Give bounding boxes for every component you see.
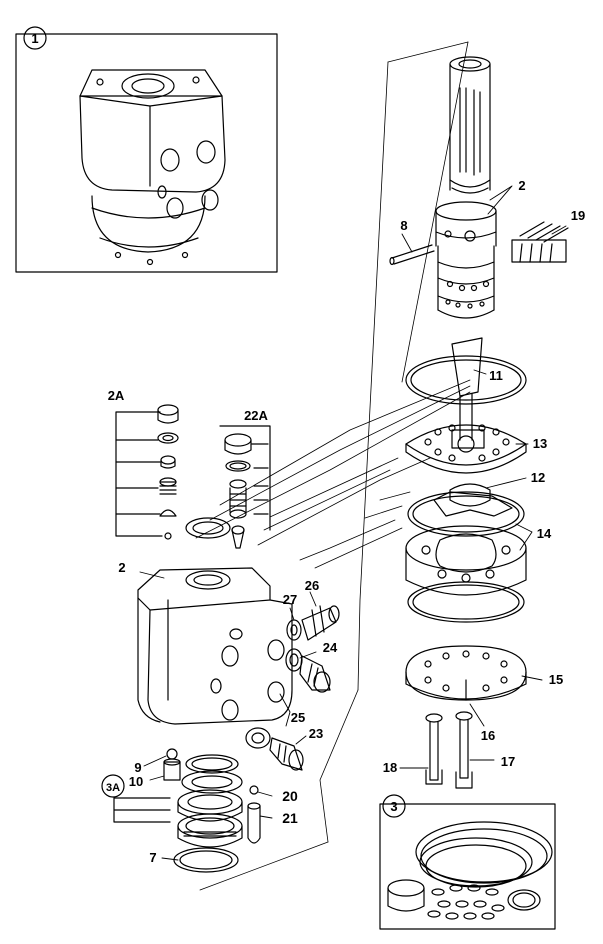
assembly-guide-lines [195,41,471,891]
callout-label: 10 [129,774,143,789]
callout-label: 2 [518,178,525,193]
gerotor-set [405,525,527,596]
cross-pin [389,244,435,266]
end-cover [405,645,527,701]
callout-label: 11 [489,368,503,383]
assembled-steering-unit [79,69,226,266]
callout-label: 7 [149,850,156,865]
callout-circle-1 [23,26,47,50]
callout-label: 21 [282,810,298,826]
callout-labels: 1 2A 22A 2 8 19 11 13 12 14 2 26 27 24 2… [31,31,585,865]
callout-label: 2 [118,560,125,575]
check-valve [163,748,181,781]
callout-label: 24 [323,640,338,655]
callout-label: 1 [31,31,38,46]
callout-label: 17 [501,754,515,769]
relief-valve-parts [115,404,179,540]
callout-label: 23 [309,726,323,741]
spool-and-sleeve [435,56,497,319]
bearing-seal-stack [113,754,243,873]
callout-label: 20 [282,788,298,804]
callout-label: 9 [134,760,141,775]
cover-bolts [425,711,473,789]
housing-seal-ring [185,517,231,539]
inset-box-1 [15,33,278,273]
callout-label: 13 [533,436,547,451]
callout-label: 3 [390,799,397,814]
centering-springs [511,221,569,263]
steering-housing [137,567,293,725]
callout-label: 22A [244,408,268,423]
callout-label: 3A [106,782,120,794]
callout-label: 19 [571,208,585,223]
ball-and-pin [247,785,261,844]
hose-fittings [245,605,340,771]
callout-label: 25 [291,710,305,725]
seal-kit-box [379,803,556,930]
shock-valve-parts [219,425,271,549]
callout-label: 12 [531,470,545,485]
o-ring-upper [405,355,527,405]
callout-label: 26 [305,578,319,593]
callout-label: 14 [537,526,552,541]
callout-label: 16 [481,728,495,743]
callout-label: 18 [383,760,397,775]
callout-label: 15 [549,672,563,687]
leader-lines [139,185,567,861]
cardan-shaft [451,337,485,449]
callout-label: 27 [283,592,297,607]
callout-circle-3 [382,794,406,818]
callout-circle-3a [101,774,125,798]
callout-label: 2A [108,388,125,403]
distributor-plate [405,424,527,474]
callout-label: 8 [400,218,407,233]
